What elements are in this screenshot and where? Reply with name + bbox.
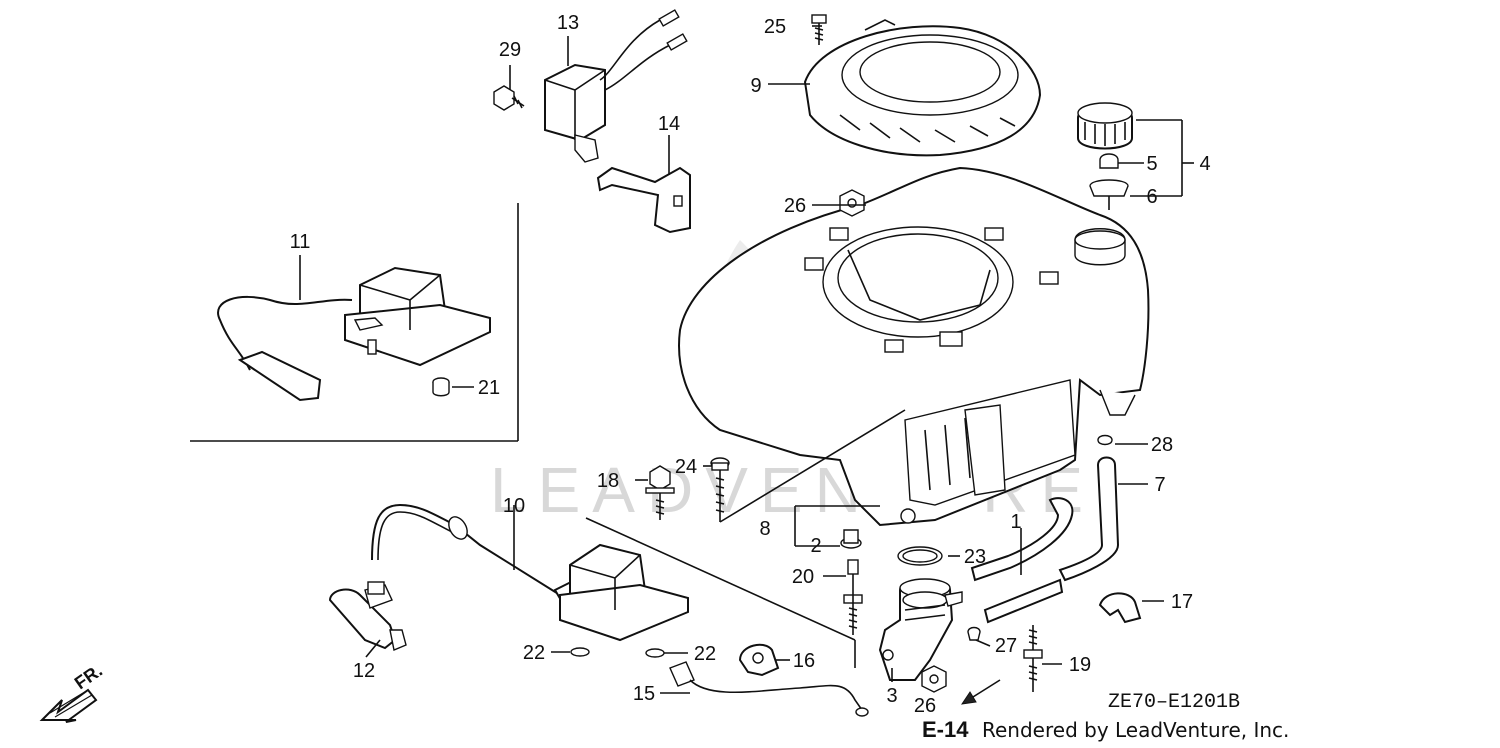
o-ring-23 (897, 546, 943, 566)
callout-12: 12 (353, 660, 375, 682)
footer: ZE70–E1201B E-14 Rendered by LeadVenture… (922, 691, 1289, 742)
callout-27: 27 (995, 635, 1017, 657)
direction-arrow-27 (960, 679, 1001, 705)
callout-6: 6 (1146, 186, 1157, 208)
callout-11: 11 (290, 231, 311, 253)
callout-19: 19 (1069, 654, 1091, 676)
fan-cover-shroud (678, 166, 1150, 527)
callout-20: 20 (792, 566, 814, 588)
fuel-cap-assembly (1077, 102, 1133, 210)
clip-17 (1098, 592, 1142, 624)
wire-15 (669, 661, 869, 717)
callout-7: 7 (1154, 474, 1165, 496)
callout-22-right: 22 (694, 643, 716, 665)
hose-lower (983, 578, 1064, 624)
nut-26-bottom (921, 665, 947, 693)
callout-8: 8 (759, 518, 770, 540)
screw-25 (811, 14, 827, 45)
callout-5: 5 (1146, 153, 1157, 175)
diagram-code: ZE70–E1201B (1108, 691, 1240, 714)
page-reference: E-14 (922, 717, 969, 742)
inset-frame (190, 203, 519, 442)
callout-18: 18 (597, 470, 619, 492)
front-arrow-icon: FR. (39, 660, 106, 723)
callout-10: 10 (503, 495, 525, 517)
callout-15: 15 (633, 683, 655, 705)
callout-29: 29 (499, 39, 521, 61)
callout-17: 17 (1171, 591, 1193, 613)
switch-module (544, 9, 688, 163)
callout-23: 23 (964, 546, 986, 568)
callout-24: 24 (675, 456, 697, 478)
nut-26-top (839, 189, 865, 217)
callout-4: 4 (1199, 153, 1210, 175)
callout-25: 25 (764, 16, 786, 38)
ignition-coil-lower (559, 543, 689, 658)
render-credit: Rendered by LeadVenture, Inc. (982, 718, 1289, 742)
callout-1: 1 (1010, 511, 1021, 533)
bolt-18 (645, 465, 675, 520)
callout-26-top: 26 (784, 195, 806, 217)
recoil-starter-cover (803, 19, 1042, 157)
callout-13: 13 (557, 12, 579, 34)
callout-9: 9 (750, 75, 761, 97)
intake-elbow (878, 578, 963, 681)
callout-16: 16 (793, 650, 815, 672)
callout-28: 28 (1151, 434, 1173, 456)
clip-27 (967, 626, 981, 641)
callout-14: 14 (658, 113, 680, 135)
bolt-29 (493, 85, 525, 111)
callout-21: 21 (478, 377, 500, 399)
callout-26-bottom: 26 (914, 695, 936, 717)
stud-20 (843, 559, 863, 635)
front-label: FR. (71, 660, 106, 693)
leader-lines (299, 25, 1194, 694)
callout-3: 3 (886, 685, 897, 707)
fuel-valve (328, 581, 407, 651)
ignition-coil (217, 266, 491, 402)
clip-28 (1097, 434, 1113, 446)
callout-2: 2 (810, 535, 821, 557)
callout-22-left: 22 (523, 642, 545, 664)
screw-24 (710, 457, 730, 522)
switch-bracket (596, 166, 691, 234)
stud-19 (1023, 625, 1043, 692)
tube-1 (970, 497, 1074, 582)
collar-21 (432, 377, 450, 397)
clamp-16 (738, 643, 780, 677)
breather-hose-7 (1058, 456, 1120, 582)
grommet-2 (840, 529, 862, 549)
callout-labels: 1 2 3 4 5 6 7 8 9 10 11 12 13 14 15 16 1… (290, 12, 1211, 717)
